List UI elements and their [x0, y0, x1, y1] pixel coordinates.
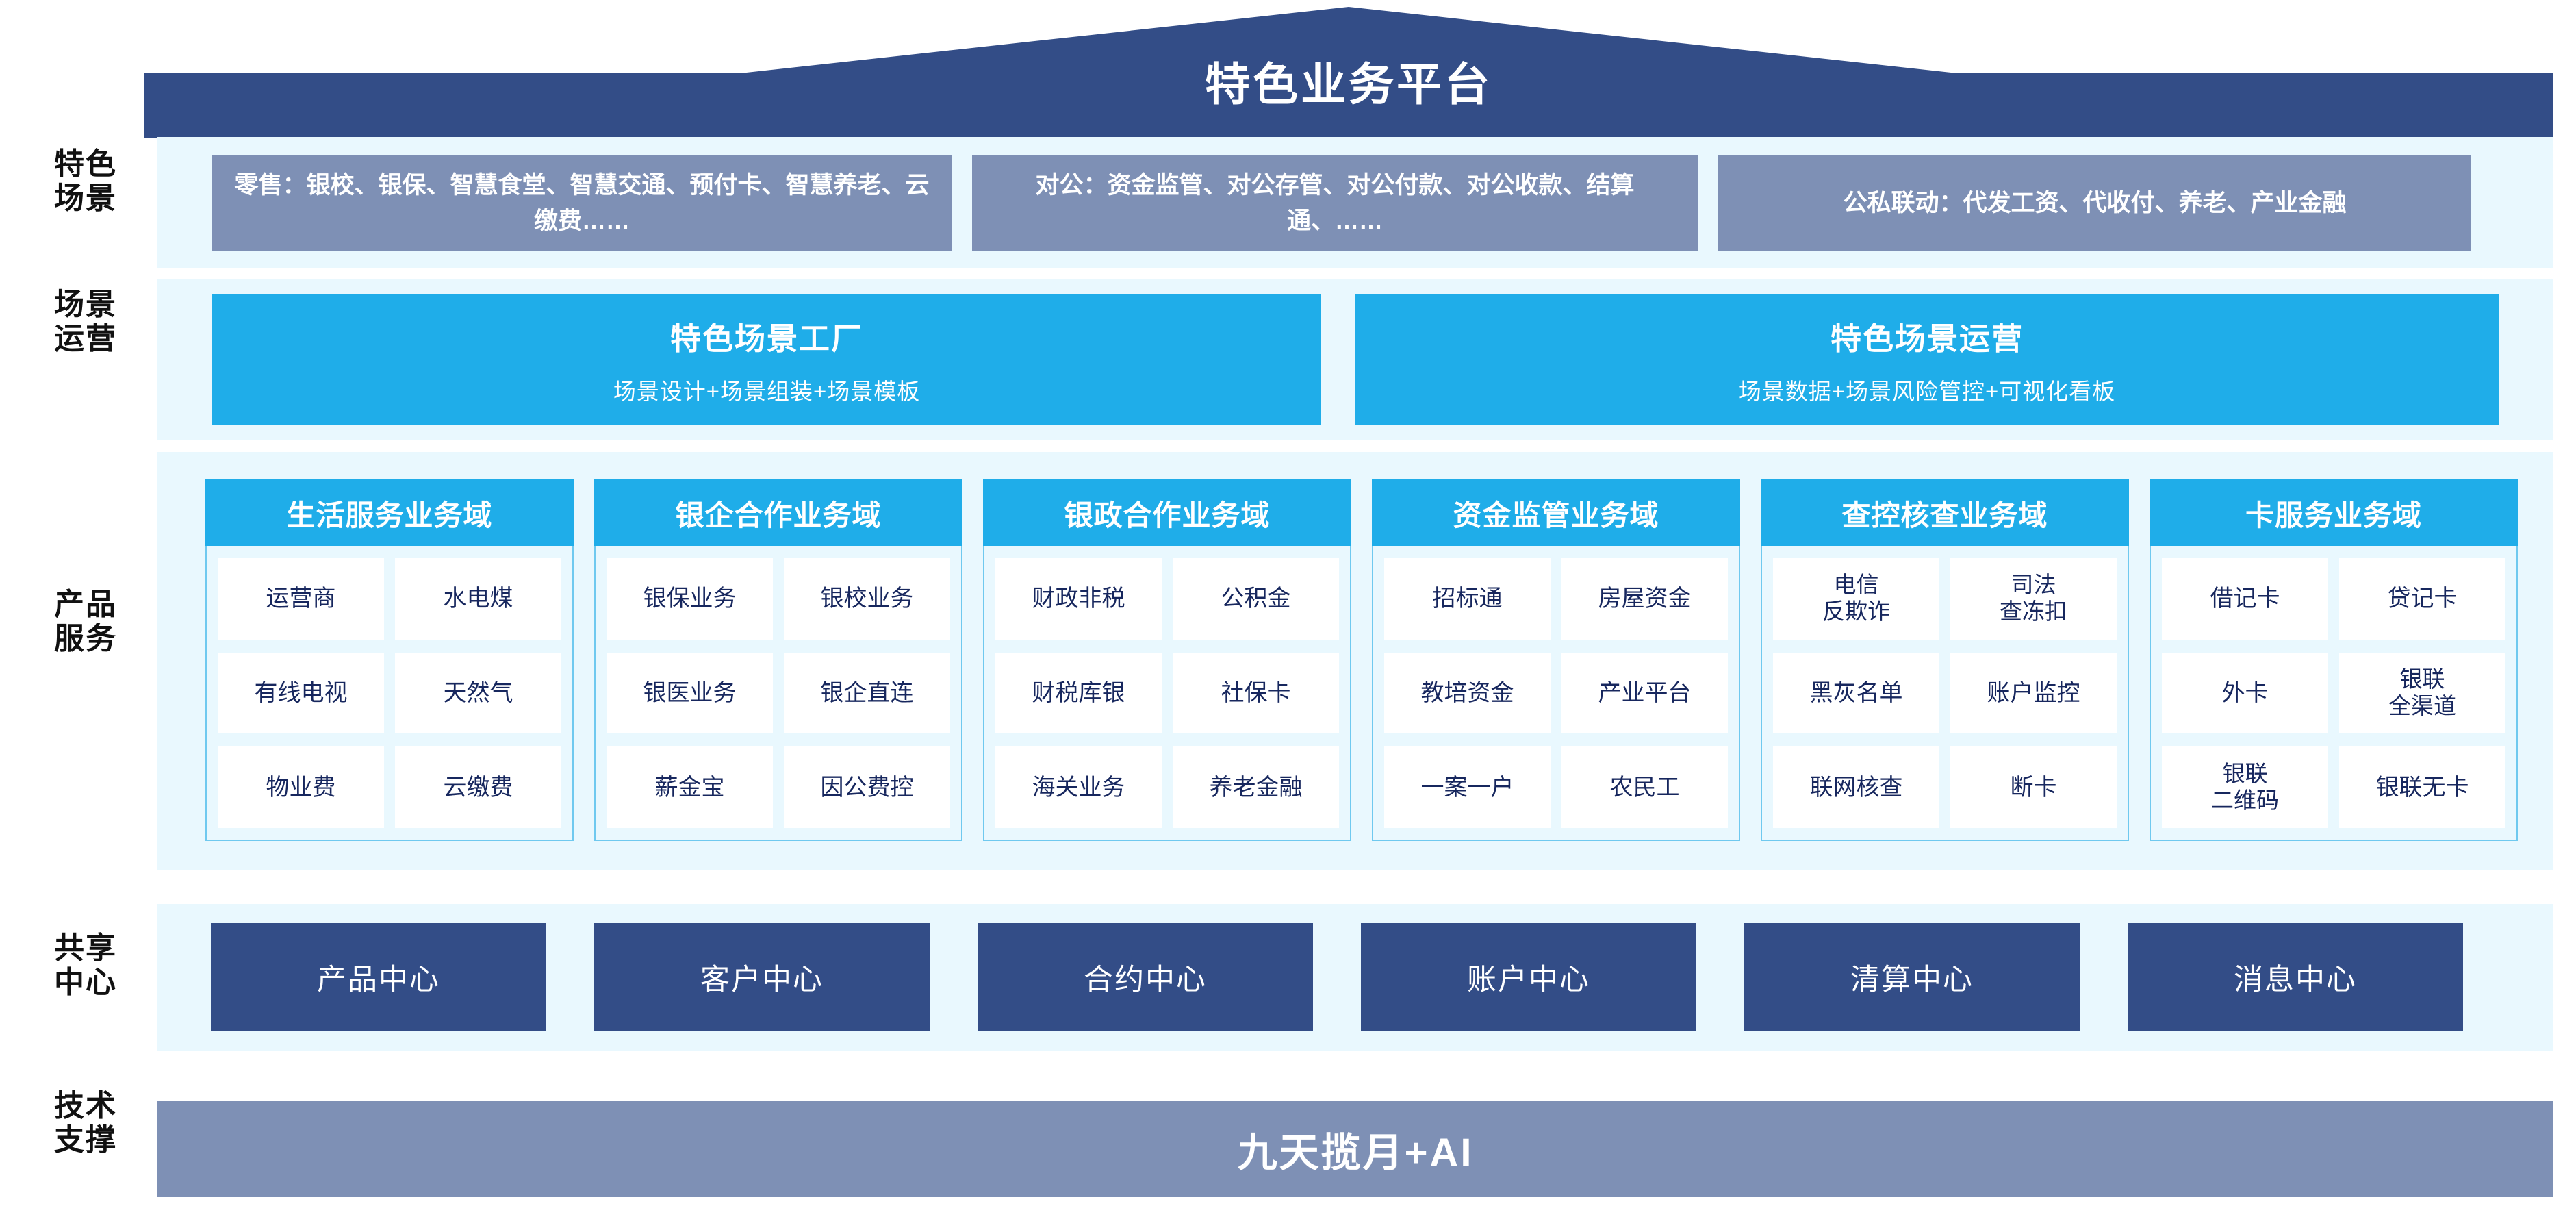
operation-card-factory[interactable]: 特色场景工厂 场景设计+场景组装+场景模板 — [212, 294, 1321, 425]
rail-label-product-line1: 产品 — [54, 588, 117, 621]
domain-item[interactable]: 海关业务 — [995, 746, 1162, 828]
domain-title-fund-supervision: 资金监管业务域 — [1372, 479, 1740, 546]
scenario-chip-corporate[interactable]: 对公：资金监管、对公存管、对公付款、对公收款、结算通、…… — [972, 155, 1698, 251]
domain-title-bank-enterprise: 银企合作业务域 — [594, 479, 962, 546]
shared-center-contract[interactable]: 合约中心 — [978, 923, 1313, 1031]
domain-item[interactable]: 外卡 — [2162, 652, 2328, 734]
shared-center-customer[interactable]: 客户中心 — [594, 923, 930, 1031]
rail-label-scenario-line1: 特色 — [54, 147, 117, 181]
domain-item[interactable]: 账户监控 — [1950, 652, 2117, 734]
domain-item[interactable]: 借记卡 — [2162, 558, 2328, 640]
domain-card-bank-government[interactable]: 银政合作业务域 财政非税 公积金 财税库银 社保卡 海关业务 养老金融 — [983, 479, 1351, 841]
domain-card-life-service[interactable]: 生活服务业务域 运营商 水电煤 有线电视 天然气 物业费 云缴费 — [205, 479, 574, 841]
domain-card-bank-enterprise[interactable]: 银企合作业务域 银保业务 银校业务 银医业务 银企直连 薪金宝 因公费控 — [594, 479, 962, 841]
rail-label-product-line2: 服务 — [54, 622, 117, 656]
domain-item[interactable]: 天然气 — [395, 652, 561, 734]
domain-item[interactable]: 房屋资金 — [1561, 558, 1728, 640]
domain-item[interactable]: 农民工 — [1561, 746, 1728, 828]
domain-item[interactable]: 社保卡 — [1173, 652, 1339, 734]
domain-title-investigation: 查控核查业务域 — [1761, 479, 2129, 546]
platform-roof: 特色业务平台 — [144, 7, 2553, 138]
domain-item[interactable]: 云缴费 — [395, 746, 561, 828]
tech-support-bar[interactable]: 九天揽月+AI — [157, 1101, 2553, 1197]
domain-item[interactable]: 有线电视 — [218, 652, 384, 734]
scenario-chip-linkage[interactable]: 公私联动：代发工资、代收付、养老、产业金融 — [1718, 155, 2471, 251]
domain-item[interactable]: 司法查冻扣 — [1950, 558, 2117, 640]
domain-item[interactable]: 运营商 — [218, 558, 384, 640]
rail-label-tech-line1: 技术 — [54, 1089, 117, 1122]
domain-item[interactable]: 银联全渠道 — [2339, 652, 2505, 734]
domain-item[interactable]: 贷记卡 — [2339, 558, 2505, 640]
domain-item[interactable]: 财政非税 — [995, 558, 1162, 640]
domain-item[interactable]: 招标通 — [1384, 558, 1551, 640]
domain-title-card-service: 卡服务业务域 — [2150, 479, 2518, 546]
domain-item[interactable]: 公积金 — [1173, 558, 1339, 640]
operation-factory-subtitle: 场景设计+场景组装+场景模板 — [613, 378, 921, 404]
rail-label-operation: 场景 运营 — [21, 288, 151, 356]
domain-item[interactable]: 水电煤 — [395, 558, 561, 640]
domain-item[interactable]: 产业平台 — [1561, 652, 1728, 734]
domain-items-bank-government: 财政非税 公积金 财税库银 社保卡 海关业务 养老金融 — [983, 546, 1351, 841]
domain-card-card-service[interactable]: 卡服务业务域 借记卡 贷记卡 外卡 银联全渠道 银联二维码 银联无卡 — [2150, 479, 2518, 841]
domain-title-bank-government: 银政合作业务域 — [983, 479, 1351, 546]
domain-items-card-service: 借记卡 贷记卡 外卡 银联全渠道 银联二维码 银联无卡 — [2150, 546, 2518, 841]
domain-item[interactable]: 一案一户 — [1384, 746, 1551, 828]
rail-label-scenario-line2: 场景 — [54, 181, 117, 216]
domain-item[interactable]: 银联无卡 — [2339, 746, 2505, 828]
domain-item[interactable]: 黑灰名单 — [1773, 652, 1939, 734]
domain-item[interactable]: 教培资金 — [1384, 652, 1551, 734]
domain-item[interactable]: 养老金融 — [1173, 746, 1339, 828]
domain-items-life-service: 运营商 水电煤 有线电视 天然气 物业费 云缴费 — [205, 546, 574, 841]
domain-item[interactable]: 因公费控 — [784, 746, 950, 828]
domain-items-investigation: 电信反欺诈 司法查冻扣 黑灰名单 账户监控 联网核查 断卡 — [1761, 546, 2129, 841]
domain-items-fund-supervision: 招标通 房屋资金 教培资金 产业平台 一案一户 农民工 — [1372, 546, 1740, 841]
rail-label-operation-line2: 运营 — [54, 322, 117, 356]
operation-factory-title: 特色场景工厂 — [669, 320, 863, 356]
scenario-band: 零售：银校、银保、智慧食堂、智慧交通、预付卡、智慧养老、云缴费…… 对公：资金监… — [157, 137, 2553, 268]
shared-center-message[interactable]: 消息中心 — [2128, 923, 2463, 1031]
domain-card-fund-supervision[interactable]: 资金监管业务域 招标通 房屋资金 教培资金 产业平台 一案一户 农民工 — [1372, 479, 1740, 841]
roof-shape — [144, 7, 2553, 138]
domain-title-life-service: 生活服务业务域 — [205, 479, 574, 546]
operation-operate-subtitle: 场景数据+场景风险管控+可视化看板 — [1738, 378, 2116, 404]
page-title: 特色业务平台 — [1205, 59, 1492, 110]
domain-items-bank-enterprise: 银保业务 银校业务 银医业务 银企直连 薪金宝 因公费控 — [594, 546, 962, 841]
shared-center-account[interactable]: 账户中心 — [1361, 923, 1696, 1031]
domain-item[interactable]: 银企直连 — [784, 652, 950, 734]
rail-label-tech-line2: 支撑 — [54, 1123, 117, 1157]
rail-label-product: 产品 服务 — [21, 588, 151, 656]
domain-item[interactable]: 银保业务 — [607, 558, 773, 640]
rail-label-tech: 技术 支撑 — [21, 1089, 151, 1157]
domain-item[interactable]: 薪金宝 — [607, 746, 773, 828]
domain-item[interactable]: 财税库银 — [995, 652, 1162, 734]
rail-label-shared-line1: 共享 — [54, 931, 117, 965]
domain-card-investigation[interactable]: 查控核查业务域 电信反欺诈 司法查冻扣 黑灰名单 账户监控 联网核查 断卡 — [1761, 479, 2129, 841]
domain-item[interactable]: 联网核查 — [1773, 746, 1939, 828]
rail-label-shared: 共享 中心 — [21, 931, 151, 1000]
shared-center-band: 产品中心 客户中心 合约中心 账户中心 清算中心 消息中心 — [157, 904, 2553, 1051]
domain-item[interactable]: 银联二维码 — [2162, 746, 2328, 828]
operation-operate-title: 特色场景运营 — [1830, 320, 2024, 356]
domain-item[interactable]: 物业费 — [218, 746, 384, 828]
domain-item[interactable]: 银校业务 — [784, 558, 950, 640]
domain-item[interactable]: 电信反欺诈 — [1773, 558, 1939, 640]
domain-item[interactable]: 断卡 — [1950, 746, 2117, 828]
domain-item[interactable]: 银医业务 — [607, 652, 773, 734]
rail-label-scenario: 特色 场景 — [21, 147, 151, 216]
rail-label-operation-line1: 场景 — [54, 288, 117, 321]
shared-center-product[interactable]: 产品中心 — [211, 923, 546, 1031]
rail-label-shared-line2: 中心 — [54, 966, 117, 1000]
scenario-chip-retail[interactable]: 零售：银校、银保、智慧食堂、智慧交通、预付卡、智慧养老、云缴费…… — [212, 155, 952, 251]
operation-card-operate[interactable]: 特色场景运营 场景数据+场景风险管控+可视化看板 — [1355, 294, 2499, 425]
shared-center-clearing[interactable]: 清算中心 — [1744, 923, 2080, 1031]
operation-band: 特色场景工厂 场景设计+场景组装+场景模板 特色场景运营 场景数据+场景风险管控… — [157, 279, 2553, 440]
